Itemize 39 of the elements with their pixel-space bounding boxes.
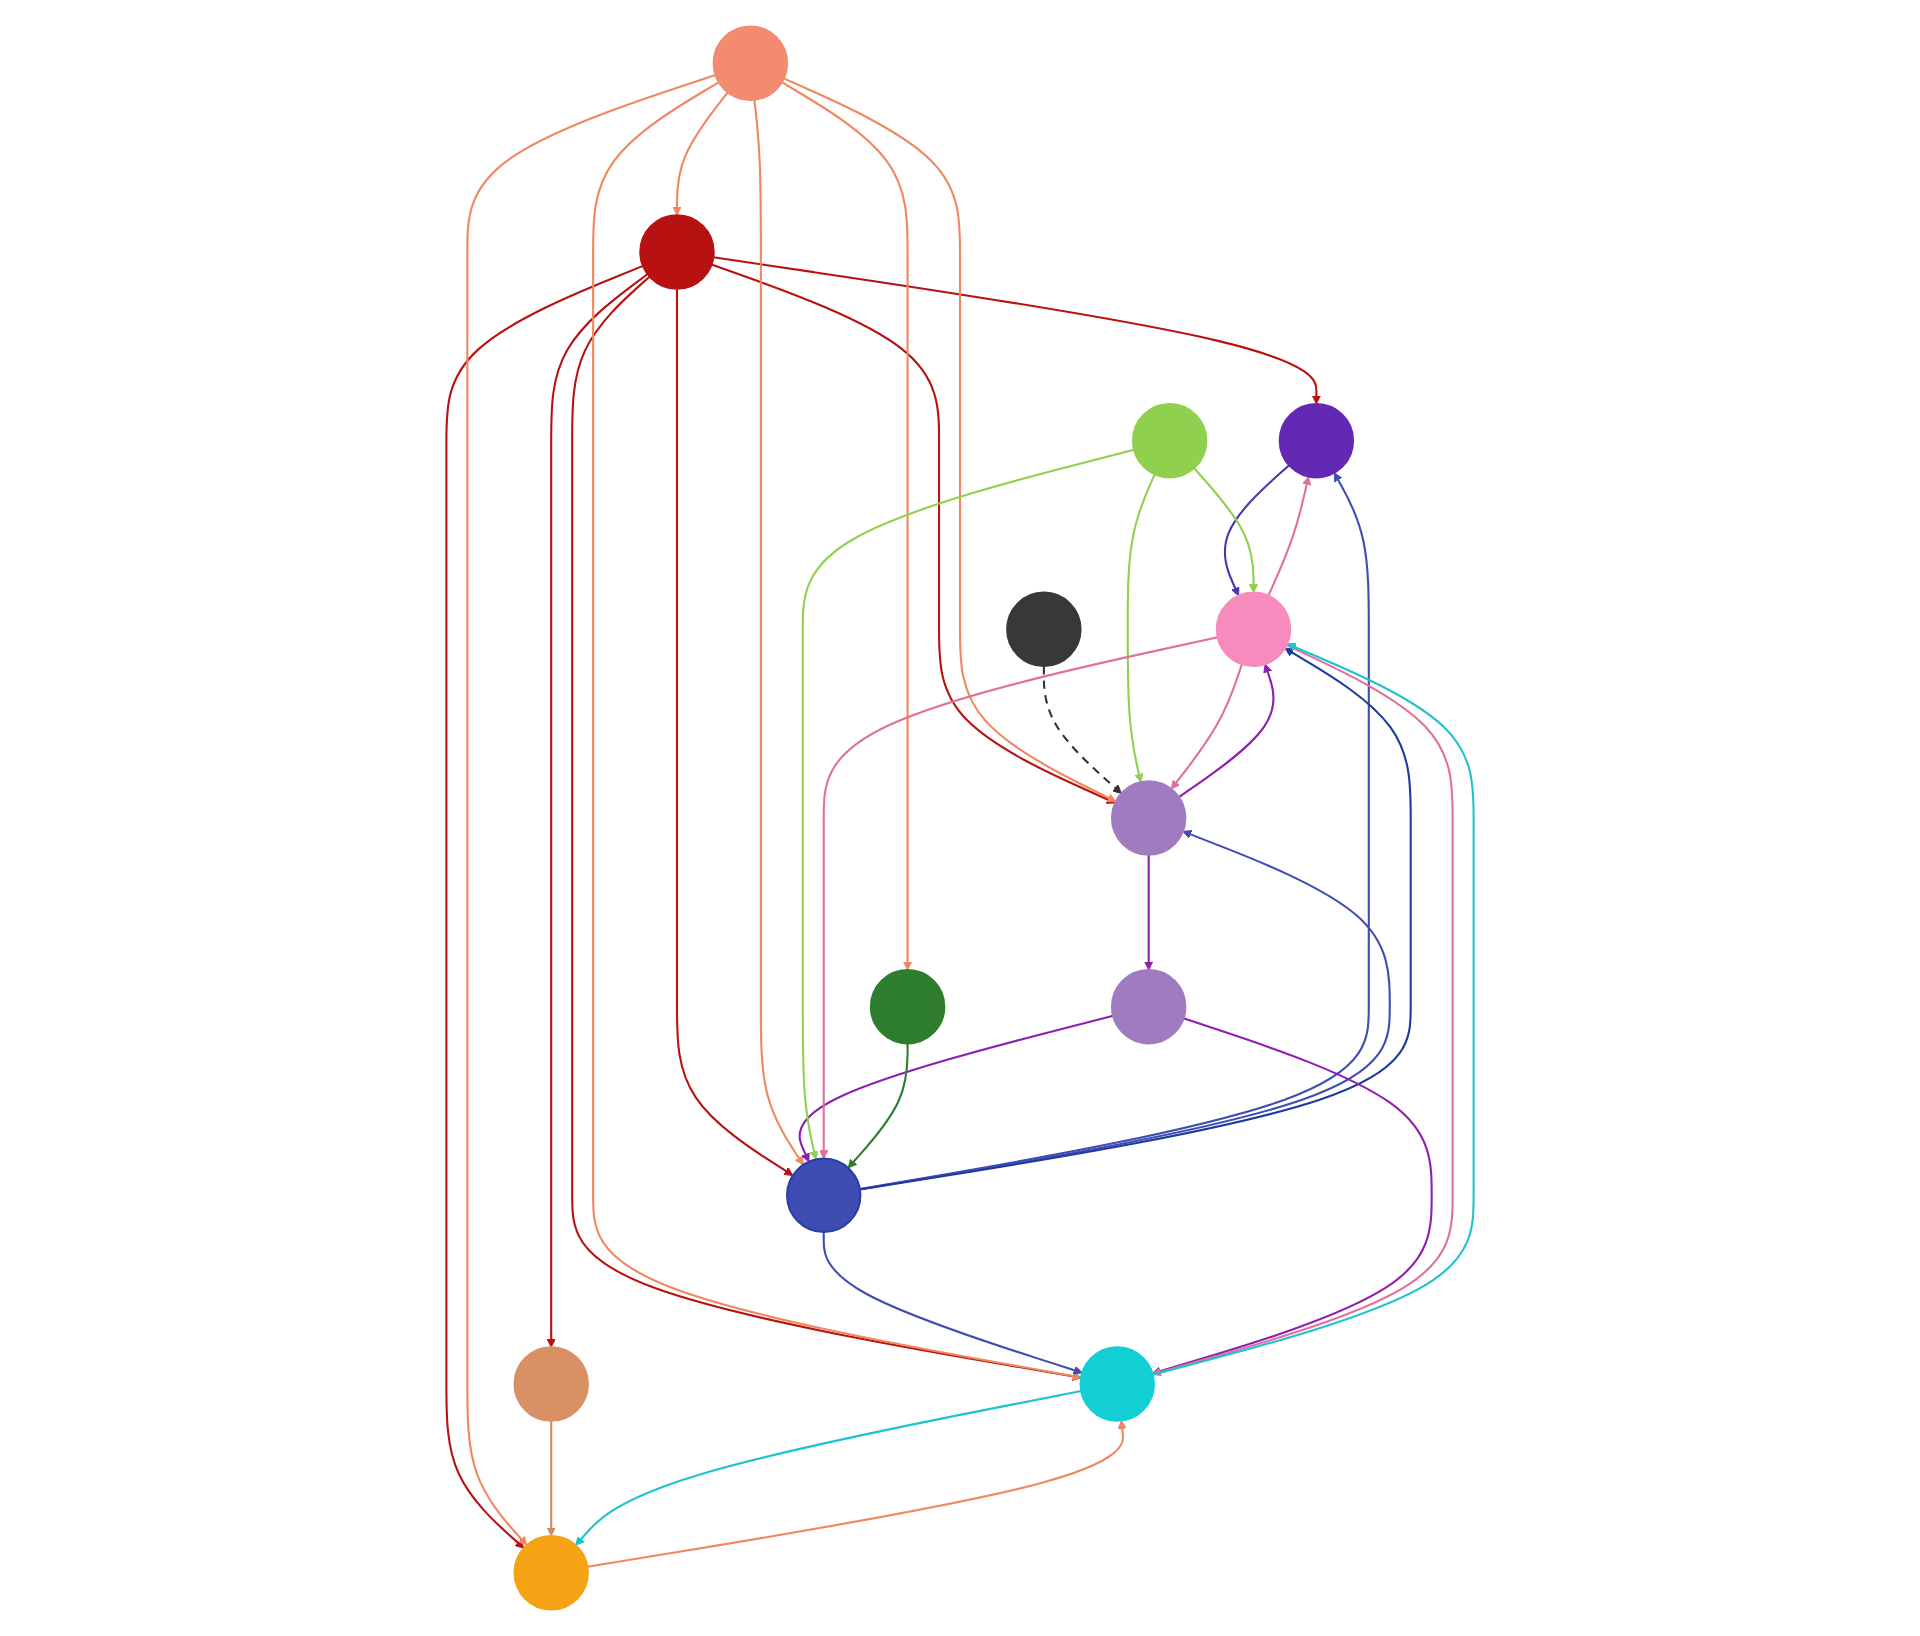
arrow: [592, 81, 1082, 1381]
circle-node: [1215, 591, 1292, 668]
arrow: [822, 1232, 1083, 1375]
arrow: [1223, 464, 1290, 597]
circle-node: [786, 1157, 862, 1234]
arrow: [587, 1420, 1127, 1568]
arrow: [1170, 663, 1243, 790]
arrow: [753, 99, 804, 1166]
arrow: [1267, 476, 1312, 597]
arrow: [1144, 854, 1154, 971]
arrow: [711, 263, 1116, 804]
arrow: [1126, 473, 1156, 783]
arrow: [445, 264, 644, 1549]
arrow: [713, 256, 1321, 405]
arrow: [781, 81, 913, 971]
arrow: [466, 73, 716, 1546]
circle-node: [1006, 591, 1082, 668]
circle-node: [1131, 402, 1208, 479]
circle-node: [869, 968, 946, 1045]
arrow: [546, 1420, 556, 1537]
circle-node: [1278, 402, 1355, 479]
arrow: [675, 288, 794, 1176]
arrow: [801, 448, 1135, 1160]
arrow: [798, 1014, 1114, 1163]
arrow: [575, 1390, 1082, 1546]
arrow: [859, 647, 1412, 1191]
circle-node: [712, 25, 789, 102]
circle-node: [1079, 1346, 1155, 1422]
circle-node: [639, 214, 715, 290]
arrow: [672, 91, 729, 216]
arrow: [1178, 663, 1275, 798]
arrow: [546, 273, 649, 1348]
arrow: [1042, 666, 1122, 794]
circle-node: [1110, 780, 1187, 856]
circle-node: [513, 1534, 589, 1611]
arrow: [783, 77, 1117, 802]
arrow: [847, 1043, 909, 1169]
circle-node: [513, 1346, 589, 1422]
circle-node: [1110, 968, 1187, 1045]
